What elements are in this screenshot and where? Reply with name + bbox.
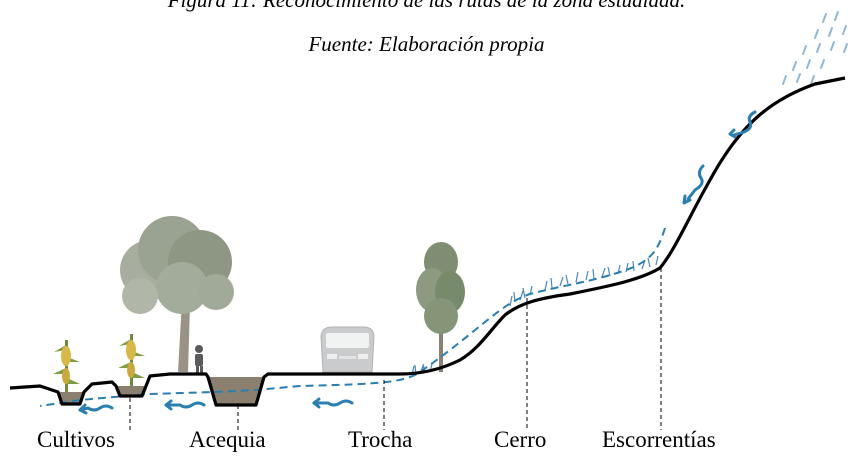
label-acequia: Acequia [189,427,266,452]
label-cerro: Cerro [494,427,547,452]
water-arrow-icon [312,397,354,409]
figure-source: Fuente: Elaboración propia [308,32,545,56]
small-tree-icon [416,242,465,372]
label-cultivos: Cultivos [37,427,115,452]
label-escorrentias: Escorrentías [602,427,716,452]
corn-plant-icon [53,340,80,392]
water-arrow-icon [686,164,705,201]
large-tree-icon [120,216,234,372]
figure-title: Figura 11: Reconocimiento de las rutas d… [167,0,686,12]
water-flow-path [39,227,666,407]
person-icon [195,345,203,374]
water-arrow-icon [78,403,114,415]
grass [411,255,659,376]
water-arrow-icon [164,399,206,411]
leader-lines [129,268,662,430]
corn-plant-icon [118,334,145,386]
canal-fill [208,377,264,405]
rain-icon [782,11,848,85]
car-icon [320,326,375,373]
terrain-line [9,76,846,407]
water-arrow-icon [728,110,757,139]
label-trocha: Trocha [348,427,413,452]
